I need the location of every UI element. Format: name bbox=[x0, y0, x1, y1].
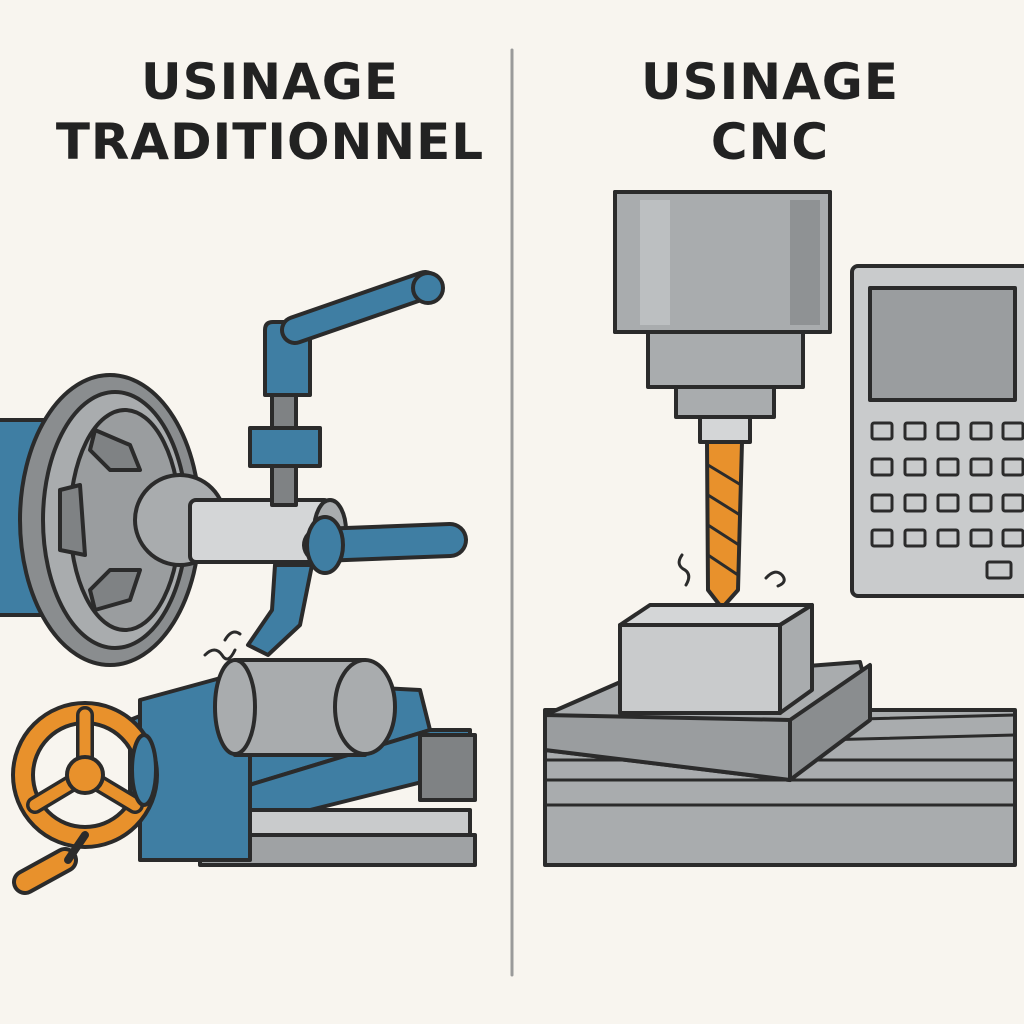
carriage-handle bbox=[302, 515, 468, 575]
lathe-chuck bbox=[18, 373, 227, 667]
spindle-head bbox=[613, 190, 832, 444]
chip bbox=[764, 570, 786, 588]
panel-screen bbox=[868, 286, 1017, 402]
workpiece-block bbox=[618, 603, 814, 715]
title-traditional: USINAGE TRADITIONNEL bbox=[20, 52, 520, 172]
chip bbox=[203, 648, 237, 661]
title-cnc-line1: USINAGE bbox=[641, 53, 899, 111]
panel-keypad bbox=[870, 421, 1024, 580]
lathe-bed bbox=[128, 668, 477, 867]
cnc-control-panel bbox=[850, 264, 1024, 598]
workpiece-cylinder bbox=[213, 658, 397, 757]
tool-post bbox=[246, 270, 445, 657]
title-traditional-line2: TRADITIONNEL bbox=[55, 113, 485, 171]
cnc-machine bbox=[543, 190, 1024, 867]
title-cnc-line2: CNC bbox=[710, 113, 830, 171]
chip bbox=[223, 630, 242, 642]
title-cnc: USINAGE CNC bbox=[520, 52, 1020, 172]
drill-bit-icon bbox=[705, 440, 744, 610]
manual-lathe bbox=[0, 270, 477, 895]
title-traditional-line1: USINAGE bbox=[141, 53, 399, 111]
chip bbox=[677, 553, 691, 587]
handwheel-icon bbox=[11, 701, 159, 895]
